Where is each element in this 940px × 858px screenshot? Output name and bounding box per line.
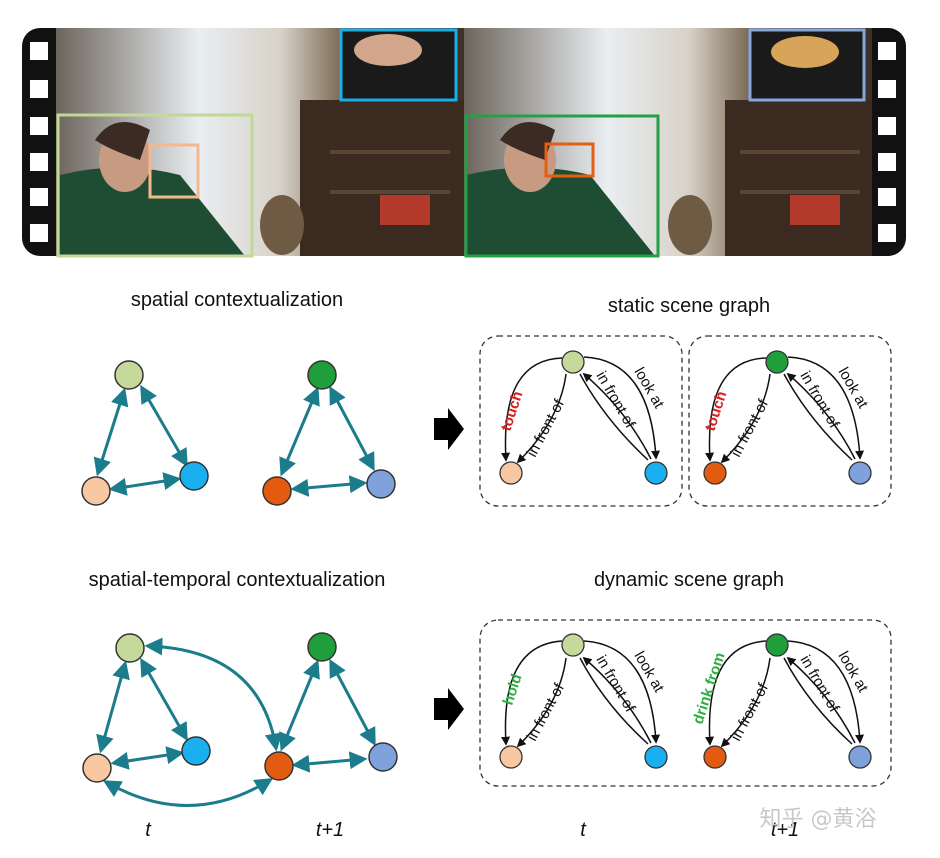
static-verb-t1: touch — [702, 389, 731, 433]
sg-node-tv-t — [644, 461, 668, 485]
edge-st-person-tv-t — [140, 657, 188, 742]
title-static-scene-graph: static scene graph — [608, 295, 770, 317]
node-cup-t — [81, 476, 111, 506]
bbox-tv-t — [339, 28, 458, 102]
static-panel-t1 — [688, 335, 892, 507]
film-sprocket-holes-left — [30, 42, 48, 242]
static-rel-mid-t1: in front of — [728, 396, 773, 460]
dg-node-cup-t1 — [703, 745, 727, 769]
static-panel-t — [479, 335, 683, 507]
node-st-person-t1 — [307, 632, 337, 662]
dynamic-rel-outer-t1: look at — [835, 649, 872, 696]
edge-cup-tv-t1 — [290, 475, 368, 497]
node-cup-t1 — [262, 476, 292, 506]
static-scene-graph: touch in front of in front of look at to… — [479, 335, 892, 507]
edge-st-person-cup-t — [96, 660, 130, 754]
bbox-cup-t — [148, 143, 200, 199]
static-rel-outer-t1: look at — [835, 365, 872, 412]
edge-st-person-cup-t1 — [279, 659, 320, 752]
dynamic-rel-mid-t: in front of — [524, 680, 569, 744]
video-frame-t1 — [464, 28, 872, 258]
dynamic-rel-mid-t1: in front of — [728, 680, 773, 744]
node-person-t — [114, 360, 144, 390]
spatial-graph — [81, 360, 396, 506]
arrow-to-dynamic-graph — [434, 688, 464, 730]
node-st-cup-t1 — [264, 751, 294, 781]
edge-st-cup-tv-t — [110, 746, 185, 770]
edge-person-tv-t — [140, 384, 188, 468]
spatial-temporal-graph — [82, 632, 398, 807]
dynamic-rel-outer-t: look at — [631, 649, 668, 696]
sg-node-person-t1 — [765, 350, 789, 374]
edge-cup-tv-t — [108, 472, 182, 496]
edge-person-tv-t1 — [329, 385, 375, 472]
title-spatial-temporal-contextualization: spatial-temporal contextualization — [89, 569, 386, 591]
title-spatial-contextualization: spatial contextualization — [131, 289, 343, 311]
bbox-cup-t1 — [544, 142, 595, 178]
dg-node-person-t — [561, 633, 585, 657]
static-verb-t: touch — [498, 389, 527, 433]
dynamic-rel-inner-t1: in front of — [797, 653, 843, 716]
watermark: 知乎 @黄浴 — [760, 807, 877, 832]
dg-node-person-t1 — [765, 633, 789, 657]
edge-person-cup-t1 — [279, 386, 320, 477]
node-person-t1 — [307, 360, 337, 390]
edge-st-cup-tv-t1 — [291, 751, 368, 773]
node-tv-t1 — [366, 469, 396, 499]
time-label-t-right: t — [580, 819, 587, 841]
title-dynamic-scene-graph: dynamic scene graph — [594, 569, 784, 591]
video-film-strip — [22, 28, 906, 258]
dg-node-tv-t — [644, 745, 668, 769]
sg-node-cup-t — [499, 461, 523, 485]
dynamic-verb-t: hold — [500, 672, 526, 707]
bbox-tv-t1 — [748, 28, 866, 102]
sg-node-tv-t1 — [848, 461, 872, 485]
film-sprocket-holes-right — [878, 42, 896, 242]
dg-node-cup-t — [499, 745, 523, 769]
edge-st-cup-t-to-cup-t1 — [102, 778, 274, 807]
node-st-tv-t1 — [368, 742, 398, 772]
time-label-t-left: t — [145, 819, 152, 841]
sg-node-person-t — [561, 350, 585, 374]
dynamic-panel — [479, 619, 892, 787]
edge-st-person-tv-t1 — [329, 658, 376, 747]
arrow-to-static-graph — [434, 408, 464, 450]
static-rel-mid-t: in front of — [524, 396, 569, 460]
dynamic-scene-graph: hold in front of in front of look at dri… — [479, 619, 892, 787]
static-rel-inner-t: in front of — [593, 369, 639, 432]
edge-st-person-t-to-cup-t1 — [144, 637, 283, 752]
sg-node-cup-t1 — [703, 461, 727, 485]
static-rel-inner-t1: in front of — [797, 369, 843, 432]
edge-person-cup-t — [93, 387, 129, 477]
bbox-person-t1 — [464, 114, 660, 258]
dynamic-verb-t1: drink from — [690, 650, 729, 726]
time-label-t1-right: t+1 — [771, 819, 799, 841]
node-tv-t — [179, 461, 209, 491]
node-st-tv-t — [181, 736, 211, 766]
time-label-t1-left: t+1 — [316, 819, 344, 841]
node-st-person-t — [115, 633, 145, 663]
dynamic-rel-inner-t: in front of — [593, 653, 639, 716]
node-st-cup-t — [82, 753, 112, 783]
static-rel-outer-t: look at — [631, 365, 668, 412]
video-frame-t — [56, 28, 464, 258]
dg-node-tv-t1 — [848, 745, 872, 769]
bbox-person-t — [56, 113, 254, 258]
